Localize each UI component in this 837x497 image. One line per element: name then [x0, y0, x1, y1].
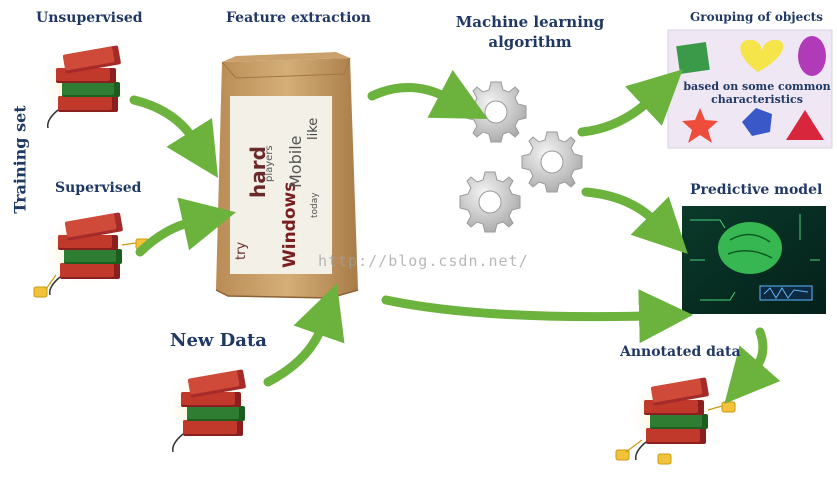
grouping-note-line1: based on some common [683, 80, 831, 93]
gear-icon [459, 81, 583, 233]
word-cloud-word: today [310, 192, 320, 218]
grouping-note: based on some common characteristics [682, 80, 832, 106]
paper-bag-icon [215, 52, 359, 299]
ml-algorithm-label-line2: algorithm [488, 33, 572, 51]
word-cloud-word: players [264, 145, 275, 182]
new-data-label: New Data [170, 330, 267, 351]
word-cloud-word: try [234, 241, 249, 260]
unsupervised-books-icon [36, 42, 134, 129]
predictive-model-image [682, 206, 826, 314]
grouping-label: Grouping of objects [690, 10, 823, 24]
annotated-books-icon [615, 374, 736, 465]
flow-arrows [129, 69, 781, 404]
word-cloud-word: Windows [280, 181, 300, 268]
grouping-note-line2: characteristics [711, 93, 803, 106]
watermark-text: http://blog.csdn.net/ [318, 252, 529, 270]
new-data-books-icon [161, 366, 259, 453]
word-cloud-word: Mobile [286, 135, 305, 188]
ml-algorithm-label-line1: Machine learning [455, 13, 605, 31]
annotated-data-label: Annotated data [620, 344, 741, 360]
ml-algorithm-label: Machine learning algorithm [450, 12, 610, 52]
predictive-model-label: Predictive model [690, 182, 823, 198]
word-cloud-word: like [306, 117, 321, 140]
supervised-books-icon [33, 209, 150, 298]
grouping-objects-image [667, 29, 833, 149]
supervised-label: Supervised [55, 180, 142, 196]
training-set-label: Training set [10, 105, 30, 214]
word-cloud: hard Windows try Mobile like players tod… [232, 100, 330, 270]
feature-extraction-label: Feature extraction [226, 10, 371, 26]
unsupervised-label: Unsupervised [36, 10, 143, 26]
